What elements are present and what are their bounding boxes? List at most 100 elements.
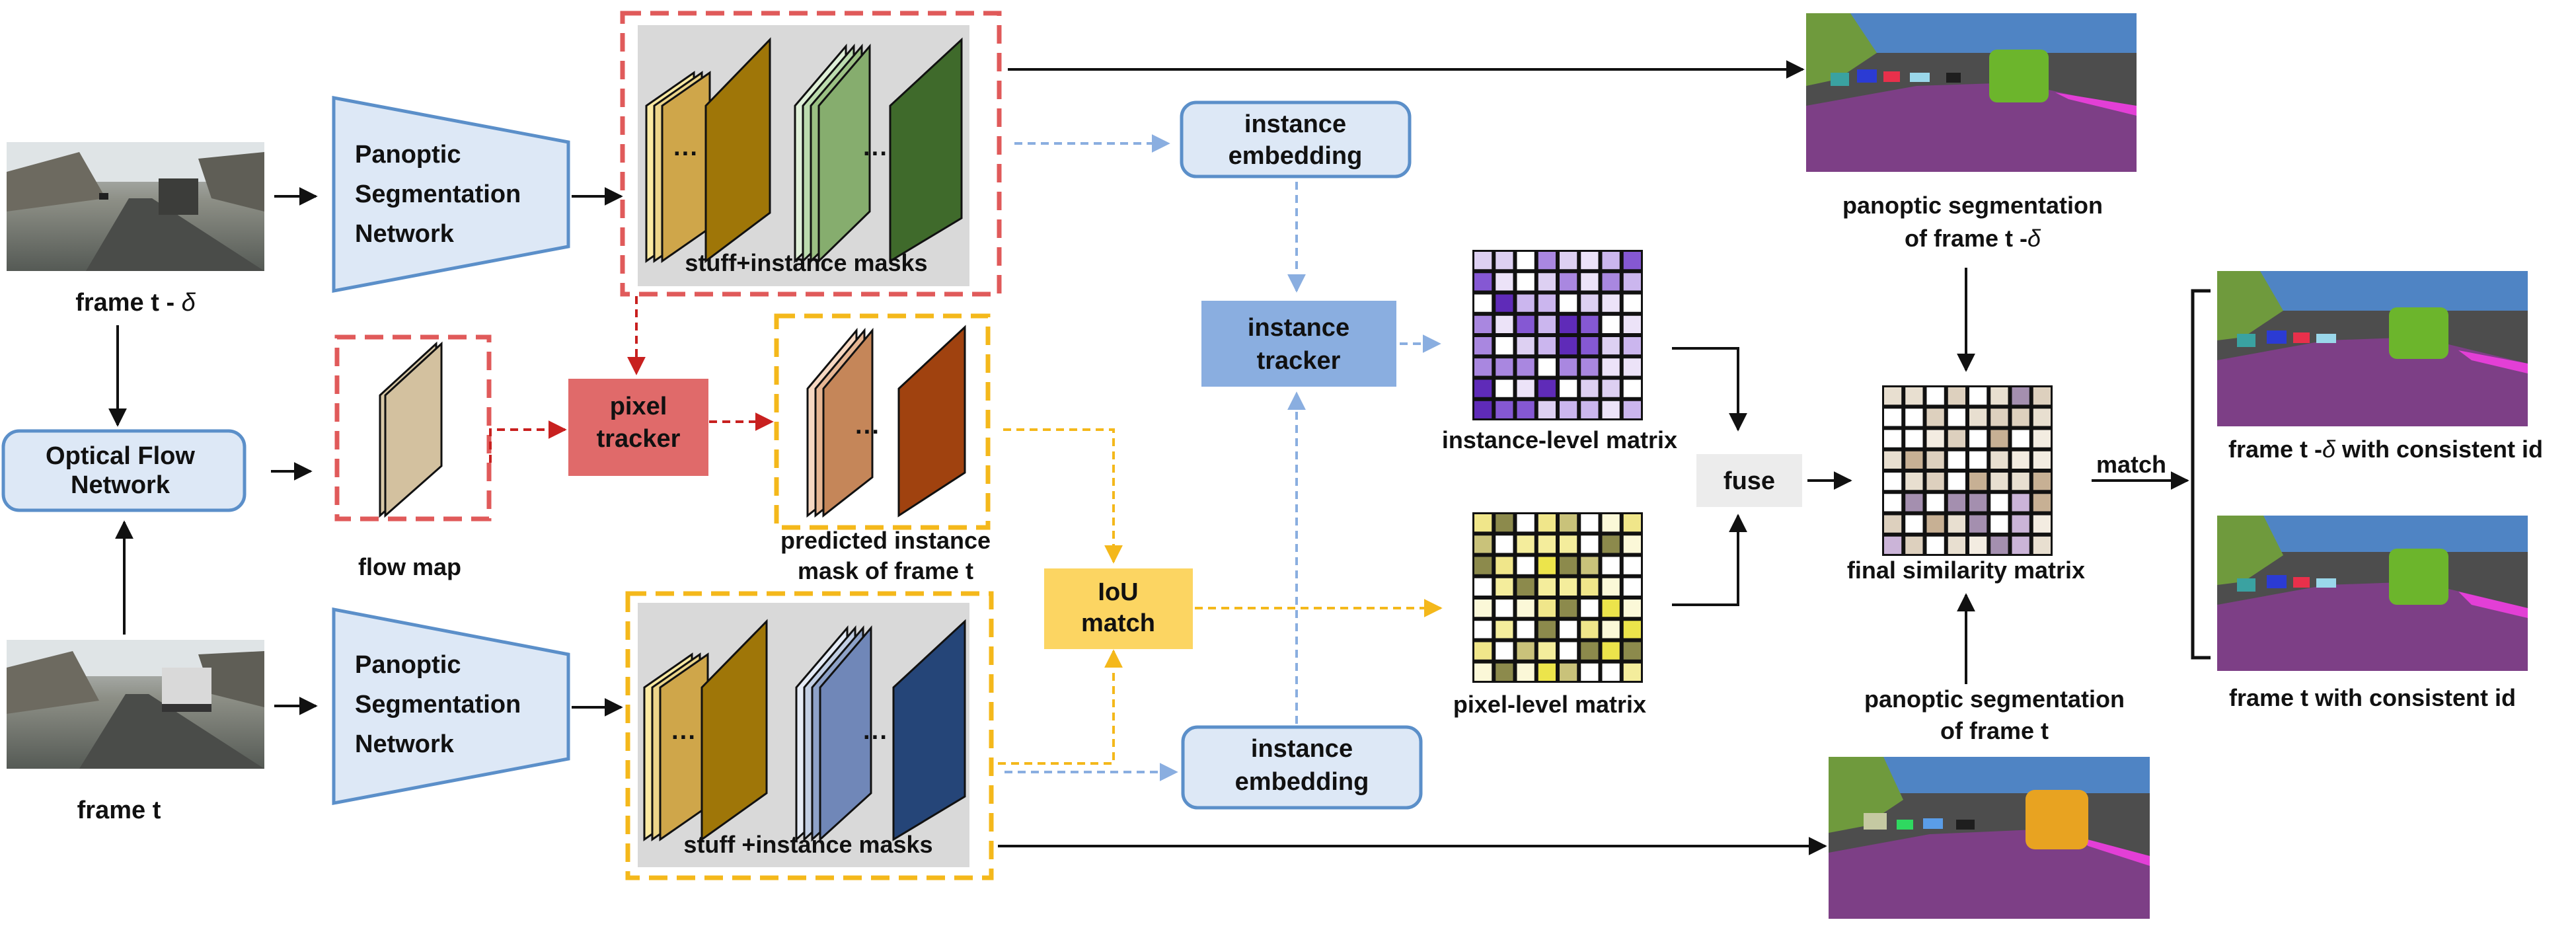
pixel-matrix-cell: [1581, 600, 1599, 617]
pixel-matrix-cell: [1474, 600, 1492, 617]
instance-matrix-cell: [1560, 294, 1577, 312]
output-curr-label: frame t with consistent id: [2229, 684, 2516, 711]
seg-prev-label-line1: panoptic segmentation: [1842, 192, 2103, 219]
final-matrix-cell: [1990, 387, 2008, 405]
final-matrix-cell: [1969, 451, 1987, 469]
top-masks-container: [620, 11, 1002, 297]
instance-matrix-cell: [1560, 315, 1577, 333]
top-instance-dots: ···: [863, 140, 888, 168]
instance-matrix-cell: [1560, 358, 1577, 376]
output-curr-consistent-image: [2217, 516, 2528, 671]
final-matrix-cell: [1926, 473, 1944, 490]
arrow-bottom-masks-to-iou: [998, 649, 1123, 765]
arrow-flowmap-to-pixel-tracker: [489, 420, 567, 463]
final-matrix-cell: [1948, 408, 1965, 426]
predicted-mask-container: [774, 313, 991, 530]
pixel-matrix-cell: [1623, 514, 1641, 532]
pixel-matrix-cell: [1496, 578, 1513, 596]
pixel-matrix-cell: [1496, 642, 1513, 660]
top-mask-panel: ··· ···: [638, 25, 969, 286]
pixel-matrix-cell: [1602, 557, 1620, 574]
final-matrix-cell: [2012, 515, 2029, 533]
panoptic-network-top: Panoptic Segmentation Network: [332, 95, 570, 293]
instance-matrix-cell: [1496, 315, 1513, 333]
svg-text:Panoptic: Panoptic: [355, 651, 461, 679]
instance-matrix-cell: [1496, 379, 1513, 397]
instance-tracker: instance tracker: [1201, 301, 1396, 387]
svg-text:IoU: IoU: [1098, 578, 1138, 606]
instance-matrix-cell: [1474, 337, 1492, 355]
pixel-matrix-cell: [1623, 578, 1641, 596]
pixel-matrix-cell: [1602, 535, 1620, 553]
instance-matrix-cell: [1496, 252, 1513, 270]
final-matrix-cell: [2033, 536, 2051, 554]
output-bracket: [2191, 289, 2211, 660]
instance-matrix-cell: [1538, 294, 1556, 312]
pixel-matrix-cell: [1623, 557, 1641, 574]
final-matrix-cell: [2012, 387, 2029, 405]
pixel-matrix-cell: [1581, 557, 1599, 574]
pixel-matrix-cell: [1538, 514, 1556, 532]
final-matrix-cell: [1905, 387, 1923, 405]
final-matrix-cell: [1969, 408, 1987, 426]
svg-text:Segmentation: Segmentation: [355, 691, 521, 718]
instance-matrix-cell: [1538, 379, 1556, 397]
instance-matrix-cell: [1560, 401, 1577, 418]
final-matrix-label: final similarity matrix: [1847, 557, 2085, 584]
top-stuff-dots: ···: [673, 140, 699, 168]
final-similarity-matrix: [1882, 385, 2053, 556]
pixel-matrix-cell: [1474, 557, 1492, 574]
instance-matrix-cell: [1602, 379, 1620, 397]
final-matrix-cell: [1990, 515, 2008, 533]
pixel-matrix-cell: [1560, 663, 1577, 681]
fuse-block: fuse: [1696, 454, 1802, 507]
instance-matrix-cell: [1602, 294, 1620, 312]
final-matrix-cell: [1990, 473, 2008, 490]
pixel-level-matrix: [1472, 512, 1643, 683]
pixel-matrix-cell: [1581, 663, 1599, 681]
pixel-matrix-cell: [1581, 514, 1599, 532]
instance-matrix-cell: [1538, 252, 1556, 270]
final-matrix-cell: [1969, 473, 1987, 490]
instance-matrix-cell: [1560, 252, 1577, 270]
pixel-matrix-cell: [1517, 621, 1534, 639]
instance-matrix-cell: [1538, 315, 1556, 333]
final-matrix-cell: [2012, 494, 2029, 512]
instance-matrix-cell: [1474, 401, 1492, 418]
pixel-matrix-cell: [1560, 621, 1577, 639]
final-matrix-cell: [2012, 451, 2029, 469]
svg-text:Network: Network: [71, 471, 170, 499]
final-matrix-cell: [1926, 387, 1944, 405]
instance-matrix-cell: [1474, 315, 1492, 333]
pixel-matrix-cell: [1474, 514, 1492, 532]
instance-matrix-cell: [1623, 294, 1641, 312]
final-matrix-cell: [1884, 515, 1902, 533]
arrow-instance-matrix-to-fuse: [1672, 347, 1747, 432]
final-matrix-cell: [1905, 451, 1923, 469]
final-matrix-cell: [1884, 536, 1902, 554]
instance-matrix-cell: [1623, 315, 1641, 333]
instance-matrix-cell: [1560, 273, 1577, 291]
final-matrix-cell: [2033, 387, 2051, 405]
pixel-matrix-cell: [1581, 642, 1599, 660]
pixel-matrix-cell: [1602, 514, 1620, 532]
output-prev-label: frame t -δ with consistent id: [2228, 436, 2543, 463]
instance-matrix-cell: [1538, 358, 1556, 376]
instance-matrix-cell: [1474, 379, 1492, 397]
predicted-dots: ···: [855, 418, 880, 446]
instance-matrix-cell: [1517, 315, 1534, 333]
svg-text:Segmentation: Segmentation: [355, 180, 521, 208]
instance-matrix-cell: [1602, 273, 1620, 291]
final-matrix-cell: [2012, 473, 2029, 490]
pixel-matrix-cell: [1623, 663, 1641, 681]
predicted-mask-shapes: ···: [806, 325, 966, 518]
final-matrix-cell: [1948, 515, 1965, 533]
svg-text:instance: instance: [1248, 314, 1349, 342]
instance-matrix-cell: [1474, 358, 1492, 376]
frame-prev-image: [7, 142, 264, 271]
instance-matrix-cell: [1623, 337, 1641, 355]
pixel-matrix-cell: [1517, 535, 1534, 553]
instance-matrix-cell: [1602, 315, 1620, 333]
final-matrix-cell: [2012, 408, 2029, 426]
